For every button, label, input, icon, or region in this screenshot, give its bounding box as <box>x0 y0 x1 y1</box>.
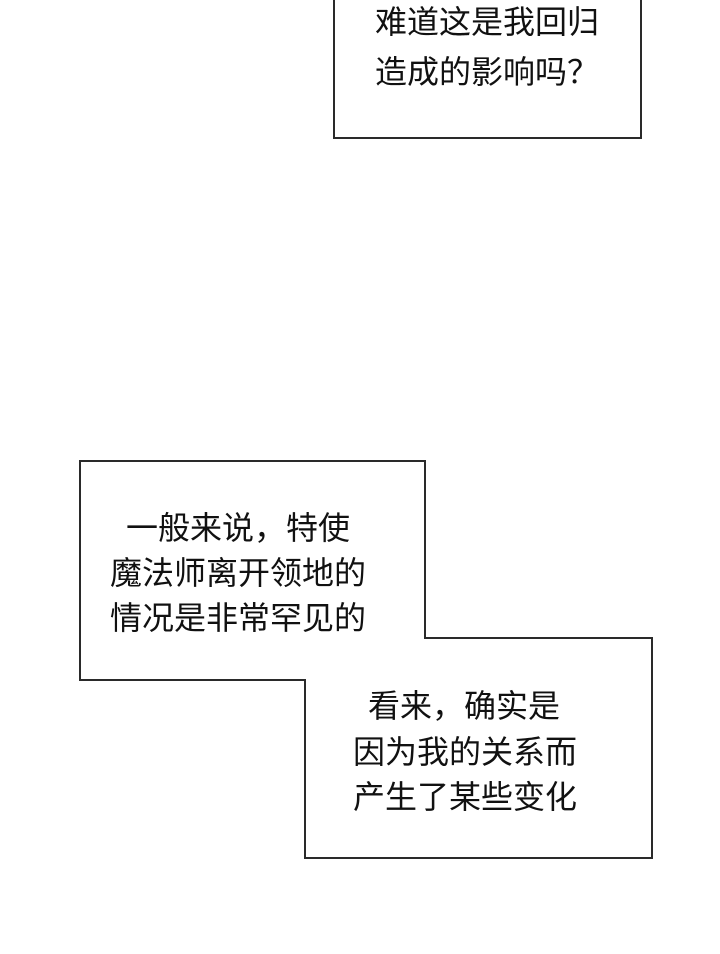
speech-box-top <box>333 0 642 139</box>
speech-line: 情况是非常罕见的 <box>110 599 367 637</box>
speech-box-outline <box>79 460 653 859</box>
speech-line: 难道这是我回归 <box>375 3 600 41</box>
speech-line: 因为我的关系而 <box>353 733 578 771</box>
speech-line: 一般来说，特使 <box>126 509 351 547</box>
speech-line: 魔法师离开领地的 <box>110 554 367 592</box>
speech-line: 看来，确实是 <box>368 687 561 725</box>
speech-line: 产生了某些变化 <box>353 778 578 816</box>
speech-line: 造成的影响吗？ <box>375 53 600 91</box>
